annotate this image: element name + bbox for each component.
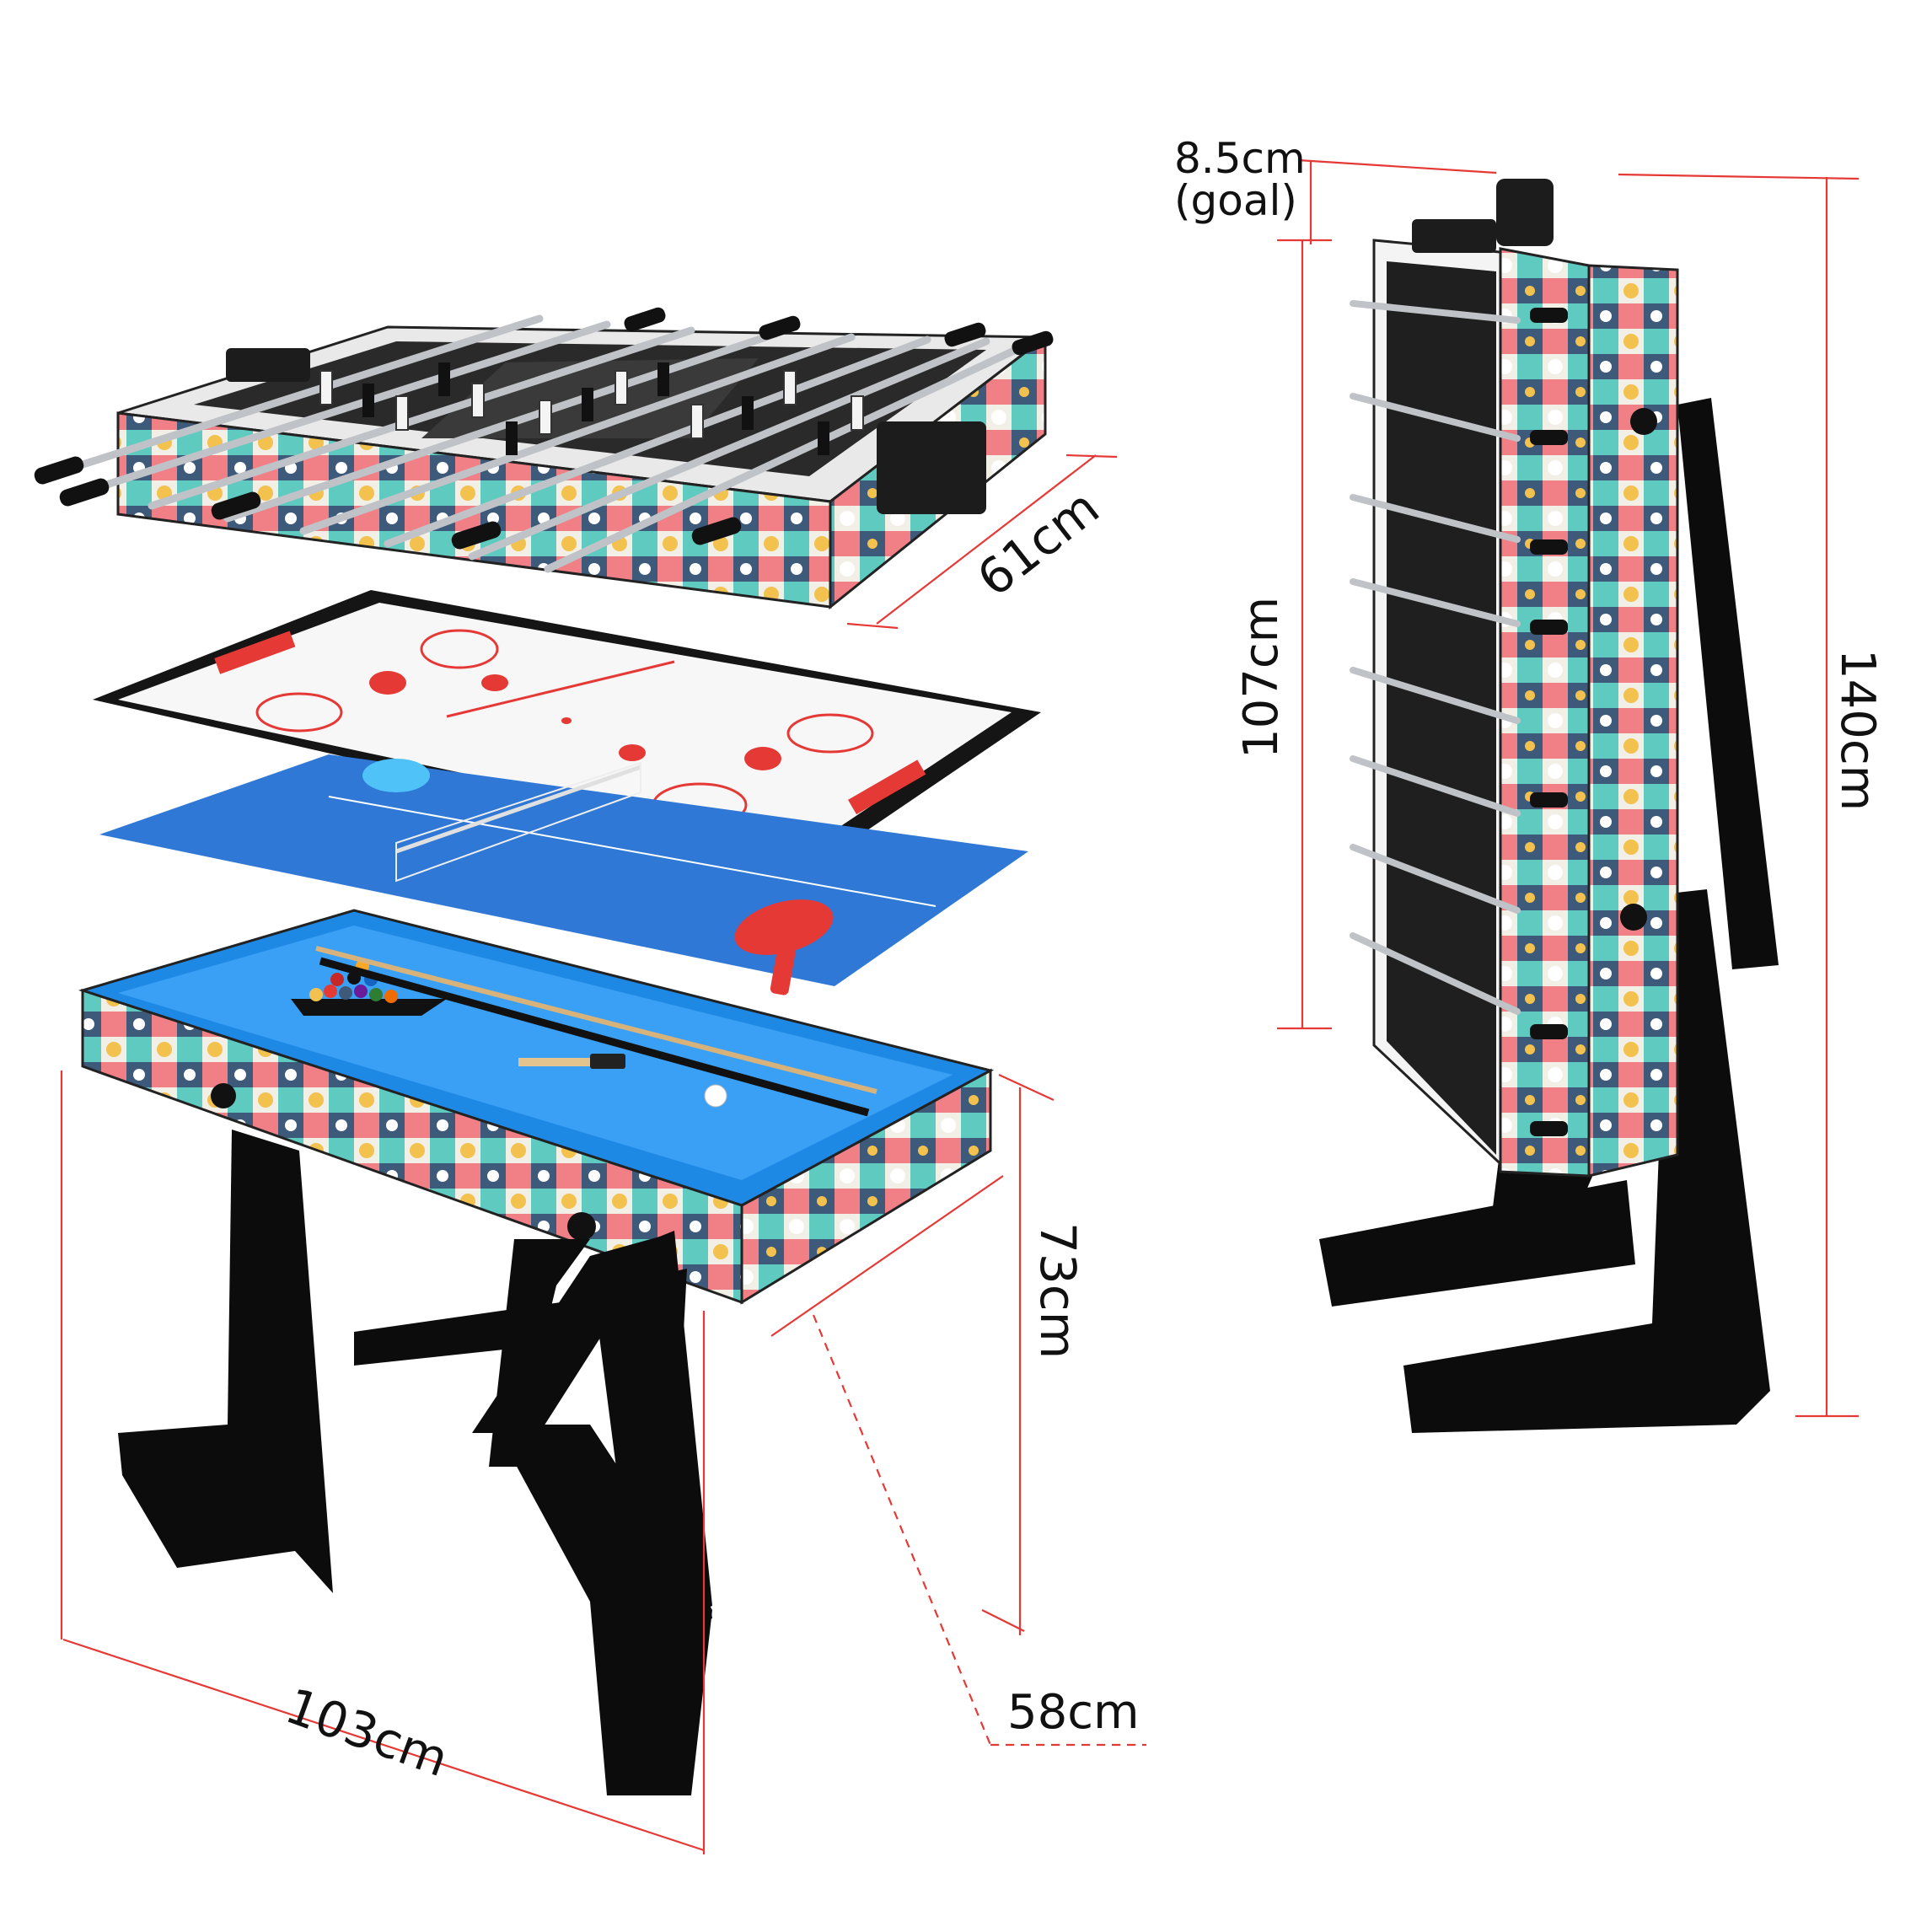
- leg-knob: [211, 1083, 236, 1108]
- goal-note-label: (goal): [1174, 176, 1297, 225]
- mallet-left: [369, 671, 406, 695]
- goal-box: [877, 421, 986, 514]
- width-label: 103cm: [278, 1677, 455, 1788]
- cue-ball: [704, 1084, 727, 1108]
- pool-table: [78, 909, 995, 1305]
- folded-table: [1319, 179, 1779, 1433]
- mallet-right: [744, 747, 781, 770]
- air-hockey-layer: [93, 590, 1041, 864]
- table-legs: [118, 1130, 712, 1795]
- paddle: [734, 899, 834, 996]
- dimension-lines: [60, 158, 1860, 1854]
- play-height-label: 107cm: [1234, 597, 1289, 759]
- table-tennis-layer: [99, 754, 1028, 996]
- goal-box-folded: [1496, 179, 1554, 246]
- pool-balls: [309, 959, 398, 1003]
- leg-depth-label: 58cm: [1007, 1685, 1140, 1740]
- folded-height-label: 140cm: [1830, 649, 1885, 811]
- table-height-label: 73cm: [1029, 1222, 1087, 1359]
- foosball-layer: [34, 307, 1054, 610]
- goal-dimension-label: 8.5cm: [1174, 134, 1306, 183]
- depth-label: 61cm: [967, 479, 1110, 608]
